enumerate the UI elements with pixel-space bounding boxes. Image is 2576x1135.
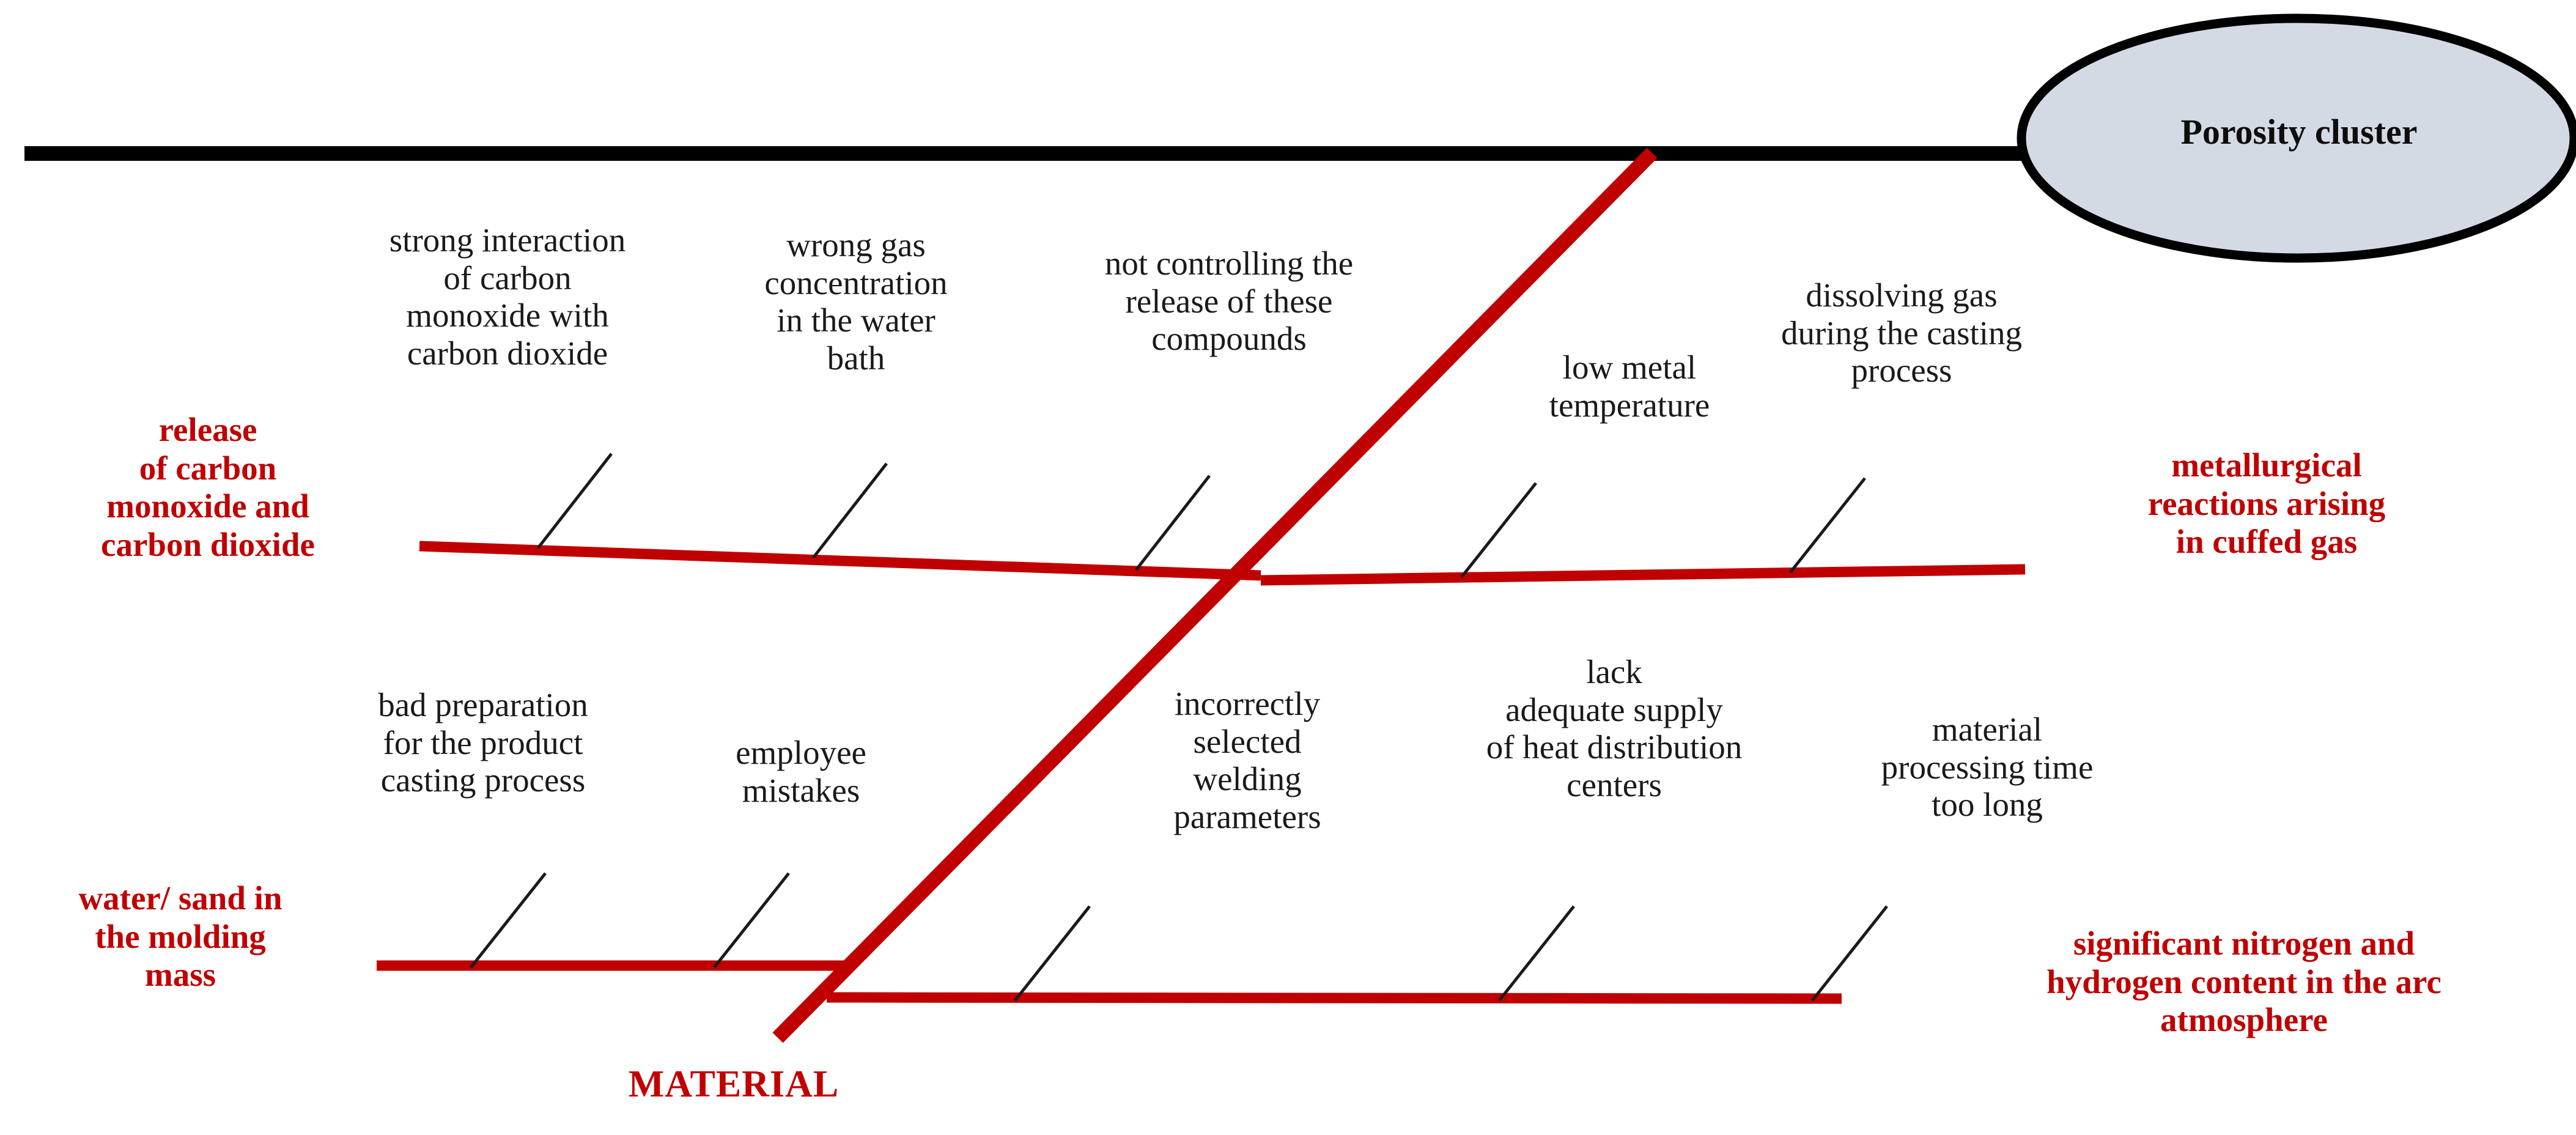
category-label-metallurgical-reactions[interactable]: metallurgical reactions arising in cuffe… <box>2147 446 2386 561</box>
tick-material-processing-time <box>1811 905 1888 1002</box>
spine-label-material: MATERIAL <box>628 1063 840 1105</box>
effect-label: Porosity cluster <box>2180 112 2418 152</box>
tick-not-controlling-release <box>1135 475 1211 571</box>
tick-dissolving-gas-casting <box>1789 477 1866 574</box>
tick-lack-heat-distribution <box>1498 905 1575 1002</box>
cause-material-processing-time[interactable]: material processing time too long <box>1881 711 2094 824</box>
cause-low-metal-temperature[interactable]: low metal temperature <box>1549 349 1710 424</box>
category-label-water-sand-molding[interactable]: water/ sand in the molding mass <box>78 879 282 994</box>
effect-ellipse <box>2017 13 2576 263</box>
tick-employee-mistakes <box>713 872 790 969</box>
bone-nitrogen-hydrogen-arc <box>826 992 1842 1004</box>
cause-lack-heat-distribution[interactable]: lack adequate supply of heat distributio… <box>1486 653 1743 804</box>
tick-strong-interaction-co-co2 <box>537 453 613 549</box>
tick-incorrect-welding-parameters <box>1014 905 1091 1002</box>
bone-release-co-co2 <box>419 541 1261 581</box>
tick-low-metal-temperature <box>1460 482 1537 579</box>
tick-bad-preparation-casting <box>470 872 547 969</box>
tick-wrong-gas-concentration <box>812 462 888 559</box>
bone-metallurgical-reactions <box>1260 564 2026 586</box>
category-label-nitrogen-hydrogen-arc[interactable]: significant nitrogen and hydrogen conten… <box>2046 925 2441 1039</box>
cause-strong-interaction-co-co2[interactable]: strong interaction of carbon monoxide wi… <box>389 221 626 372</box>
material-diagonal-bone <box>772 147 1658 1043</box>
cause-not-controlling-release[interactable]: not controlling the release of these com… <box>1104 245 1354 358</box>
cause-bad-preparation-casting[interactable]: bad preparation for the product casting … <box>378 686 588 799</box>
cause-incorrect-welding-parameters[interactable]: incorrectly selected welding parameters <box>1173 685 1321 835</box>
cause-employee-mistakes[interactable]: employee mistakes <box>736 734 866 809</box>
category-label-release-co-co2[interactable]: release of carbon monoxide and carbon di… <box>101 411 315 564</box>
cause-dissolving-gas-casting[interactable]: dissolving gas during the casting proces… <box>1781 276 2023 390</box>
cause-wrong-gas-concentration[interactable]: wrong gas concentration in the water bat… <box>764 226 948 377</box>
